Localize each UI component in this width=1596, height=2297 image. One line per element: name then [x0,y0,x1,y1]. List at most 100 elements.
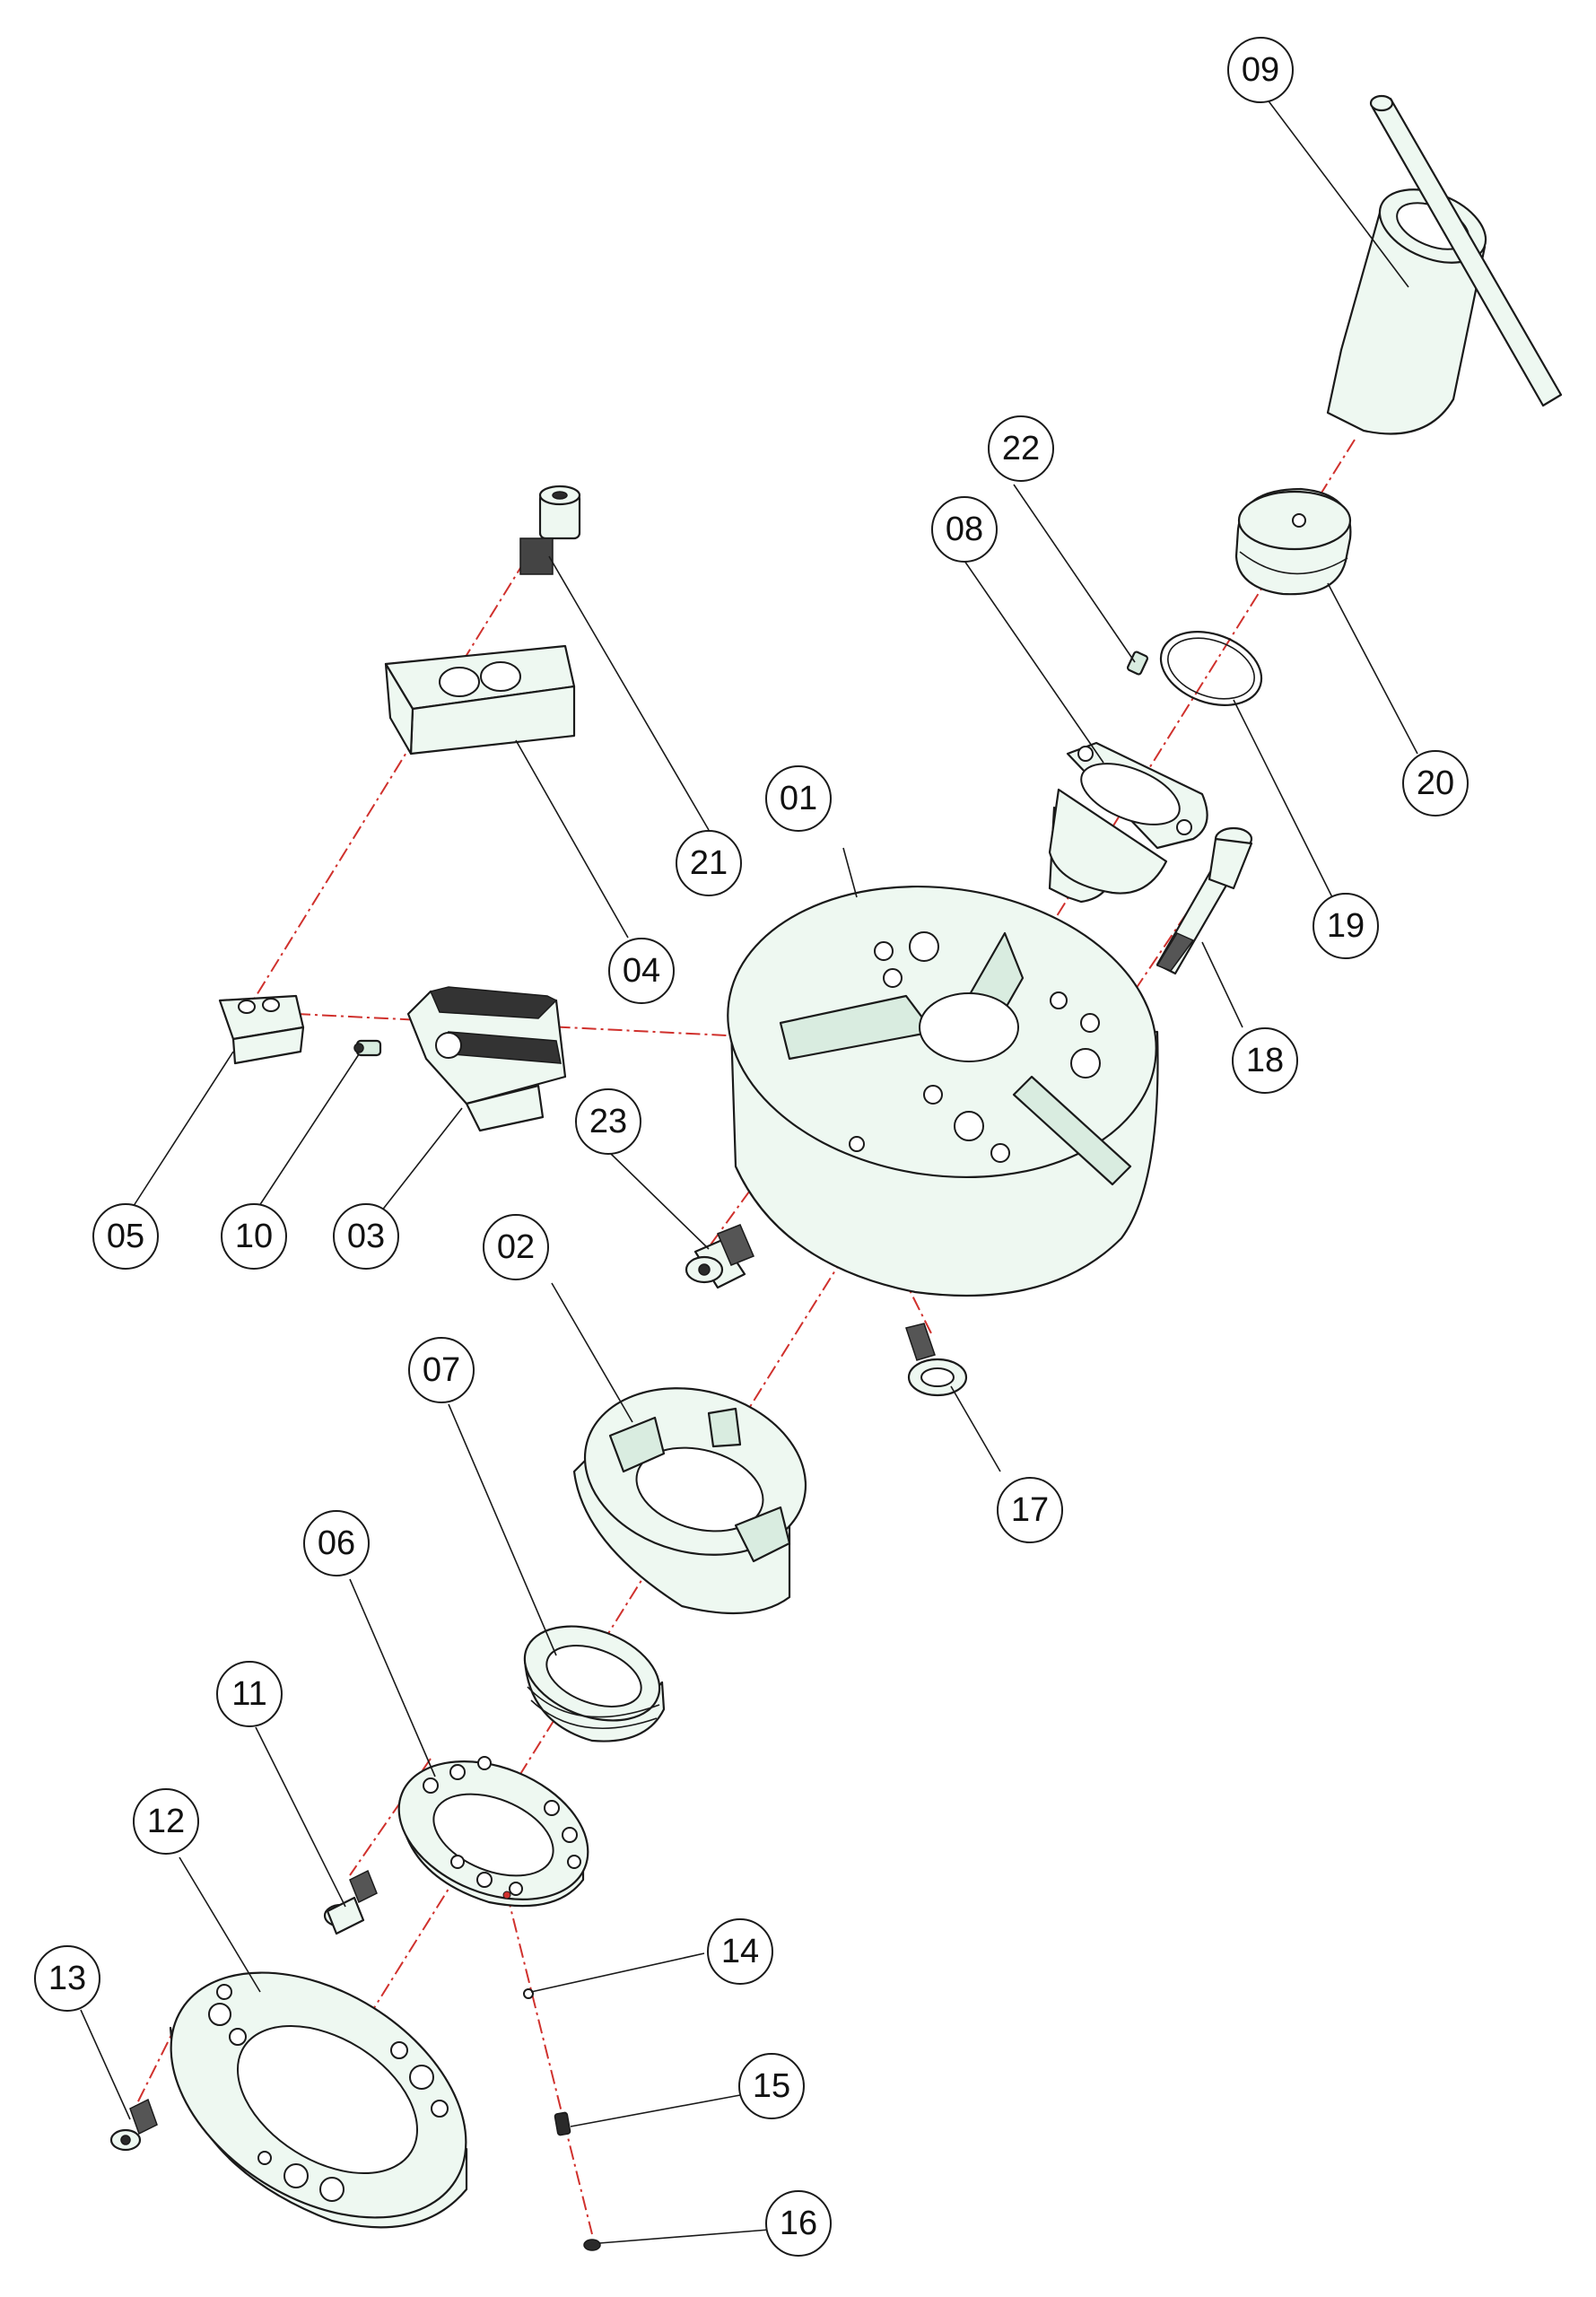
small-screw-22 [1126,651,1149,676]
callout-19: 19 [1313,893,1379,959]
callout-21-label: 21 [690,844,728,882]
cap-screw-21 [519,485,581,575]
base-jaw-foot [465,1084,545,1132]
chuck-center-bore [919,992,1019,1062]
callout-18: 18 [1232,1027,1298,1094]
chuck-hole-f [1070,1048,1101,1079]
callout-19-label: 19 [1327,907,1365,945]
long-bolt-part [1156,826,1253,975]
top-jaw-hole-2 [480,661,521,692]
axis-screw-11 [349,1758,432,1876]
callout-13: 13 [34,1945,100,2012]
chuck-hole-i [990,1143,1010,1163]
callout-04: 04 [608,938,675,1004]
adapter-plate-bore [236,2025,419,2174]
t-nut-part [218,994,305,1065]
callout-01-label: 01 [780,780,817,817]
adapter-plate-part [169,1971,468,2229]
callout-23: 23 [575,1088,641,1155]
callout-03-label: 03 [347,1218,385,1255]
callout-03: 03 [333,1203,399,1270]
callout-07-label: 07 [423,1351,460,1389]
axis-small-parts [506,1892,593,2235]
chuck-hole-g [923,1085,943,1105]
long-bolt-thread [1156,932,1195,972]
threaded-ring-part [523,1625,666,1742]
callout-21: 21 [676,830,742,896]
callout-16-label: 16 [780,2205,817,2242]
flange-bushing-part [1048,741,1208,904]
axis-screw-13 [134,2018,180,2109]
plug-hole [1292,513,1306,528]
callout-12-label: 12 [147,1803,185,1840]
guide-ring-part [572,1387,807,1615]
callout-05-label: 05 [107,1218,144,1255]
chuck-side-hole [849,1136,865,1152]
callout-06: 06 [303,1510,370,1576]
callout-15: 15 [738,2053,805,2119]
callout-04-label: 04 [623,952,660,990]
screw-23 [685,1224,754,1289]
screw-13 [109,2098,158,2152]
chuck-hole-d [1050,991,1068,1009]
base-jaw-bore [435,1032,462,1059]
callout-06-label: 06 [318,1524,355,1562]
chuck-hole-b [909,931,939,962]
ball-14 [523,1988,534,1999]
guide-ring-notch-2 [707,1407,742,1448]
callout-10-label: 10 [235,1218,273,1255]
chuck-body-part [727,885,1159,1297]
callout-11-label: 11 [231,1675,266,1713]
callout-08-label: 08 [946,511,983,548]
grease-nipple-part [353,1039,382,1057]
callout-17: 17 [997,1477,1063,1543]
callout-13-label: 13 [48,1960,86,1997]
callout-20: 20 [1402,750,1469,817]
callout-17-label: 17 [1011,1491,1049,1529]
o-ring-part [1159,631,1263,706]
chuck-hole-e [1080,1013,1100,1033]
callout-18-label: 18 [1246,1042,1284,1079]
callout-09-label: 09 [1242,51,1279,89]
plug-part [1234,487,1352,596]
callout-11: 11 [216,1661,283,1727]
callout-09: 09 [1227,37,1294,103]
callout-20-label: 20 [1417,764,1454,802]
callout-16: 16 [765,2190,832,2257]
long-bolt-head-side [1208,837,1253,890]
callout-12: 12 [133,1788,199,1855]
bushing-screw-hole-1 [1077,746,1094,762]
guide-ring-notch-1 [608,1416,666,1473]
bushing-cylinder [1048,788,1168,895]
chuck-hole-h [954,1111,984,1141]
callout-01: 01 [765,765,832,832]
bushing-screw-hole-2 [1176,819,1192,835]
callout-14: 14 [707,1918,773,1985]
chuck-hole-a [874,941,894,961]
top-jaw-hole-1 [439,667,480,697]
callout-10: 10 [221,1203,287,1270]
set-screw-15 [554,2111,571,2136]
leader-lines [80,98,1418,2244]
callout-15-label: 15 [753,2067,790,2105]
o-ring-inner [1167,637,1255,700]
eye-bolt-part [905,1323,968,1397]
callout-05: 05 [92,1203,159,1270]
callout-08: 08 [931,496,998,563]
callout-22-label: 22 [1002,430,1040,467]
chuck-key-part [1326,94,1563,435]
screw-11 [323,1869,378,1935]
axis-jaw-vertical [241,560,526,1019]
callout-02: 02 [483,1214,549,1280]
plug-groove [1239,551,1348,575]
axis-bolt-18 [1076,869,1217,1078]
chuck-slot-3 [1012,1075,1132,1186]
callout-23-label: 23 [589,1103,627,1140]
base-jaw-serration-top [429,986,558,1019]
top-jaw-side [384,662,414,755]
top-jaw-part [384,644,576,755]
chuck-key-handle-end [1369,94,1394,112]
base-jaw-part [406,986,567,1132]
callout-22: 22 [988,415,1054,482]
